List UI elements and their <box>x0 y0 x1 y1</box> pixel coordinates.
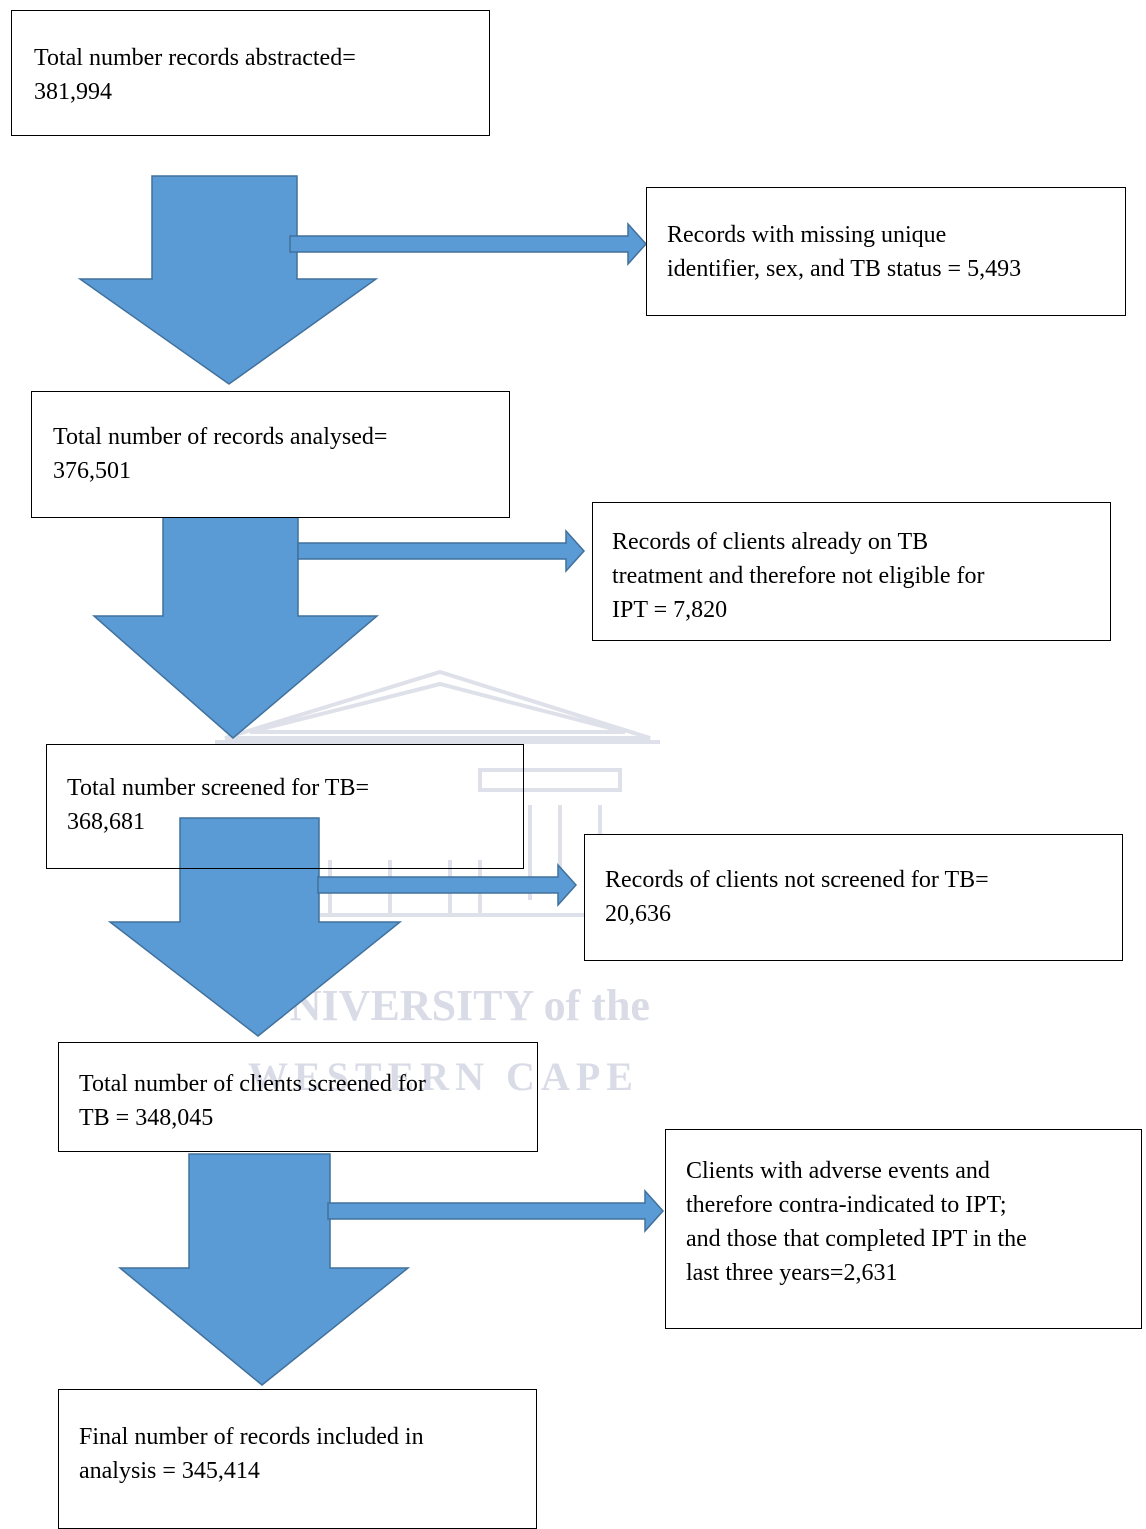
box-line: Total number of clients screened for <box>79 1071 426 1097</box>
box-excluded-not-screened: Records of clients not screened for TB= … <box>584 834 1123 961</box>
box-excluded-adverse-events: Clients with adverse events and therefor… <box>665 1129 1142 1329</box>
box-line: Records of clients already on TB <box>612 529 929 555</box>
right-arrow-icon <box>327 1189 665 1233</box>
right-arrow-icon <box>297 529 586 573</box>
down-arrow-icon <box>77 175 379 385</box>
box-line: 376,501 <box>53 458 131 484</box>
box-line: TB = 348,045 <box>79 1105 214 1131</box>
box-line: Clients with adverse events and <box>686 1158 990 1184</box>
box-line: 20,636 <box>605 901 671 927</box>
box-line: Total number records abstracted= <box>34 45 356 71</box>
down-arrow-icon <box>92 498 380 739</box>
box-records-abstracted: Total number records abstracted= 381,994 <box>11 10 490 136</box>
box-line: Total number of records analysed= <box>53 424 388 450</box>
box-excluded-on-tb-treatment: Records of clients already on TB treatme… <box>592 502 1111 641</box>
down-arrow-icon <box>117 1153 411 1386</box>
box-line: Records with missing unique <box>667 222 947 248</box>
box-line: 381,994 <box>34 79 112 105</box>
box-line: therefore contra-indicated to IPT; <box>686 1192 1007 1218</box>
box-final-records: Final number of records included in anal… <box>58 1389 537 1529</box>
box-screened-for-tb: Total number screened for TB= 368,681 <box>46 744 524 869</box>
box-line: IPT = 7,820 <box>612 597 728 623</box>
box-records-analysed: Total number of records analysed= 376,50… <box>31 391 510 518</box>
box-line: treatment and therefore not eligible for <box>612 563 985 589</box>
box-line: last three years=2,631 <box>686 1260 898 1286</box>
box-line: analysis = 345,414 <box>79 1458 260 1484</box>
box-excluded-missing-identifier: Records with missing unique identifier, … <box>646 187 1126 316</box>
right-arrow-icon <box>317 863 578 907</box>
box-line: Records of clients not screened for TB= <box>605 867 989 893</box>
box-line: 368,681 <box>67 809 145 835</box>
box-line: identifier, sex, and TB status = 5,493 <box>667 256 1022 282</box>
box-line: and those that completed IPT in the <box>686 1226 1027 1252</box>
box-clients-screened: Total number of clients screened for TB … <box>58 1042 538 1152</box>
box-line: Total number screened for TB= <box>67 775 369 801</box>
down-arrow-icon <box>107 817 403 1037</box>
right-arrow-icon <box>289 222 648 266</box>
box-line: Final number of records included in <box>79 1424 424 1450</box>
